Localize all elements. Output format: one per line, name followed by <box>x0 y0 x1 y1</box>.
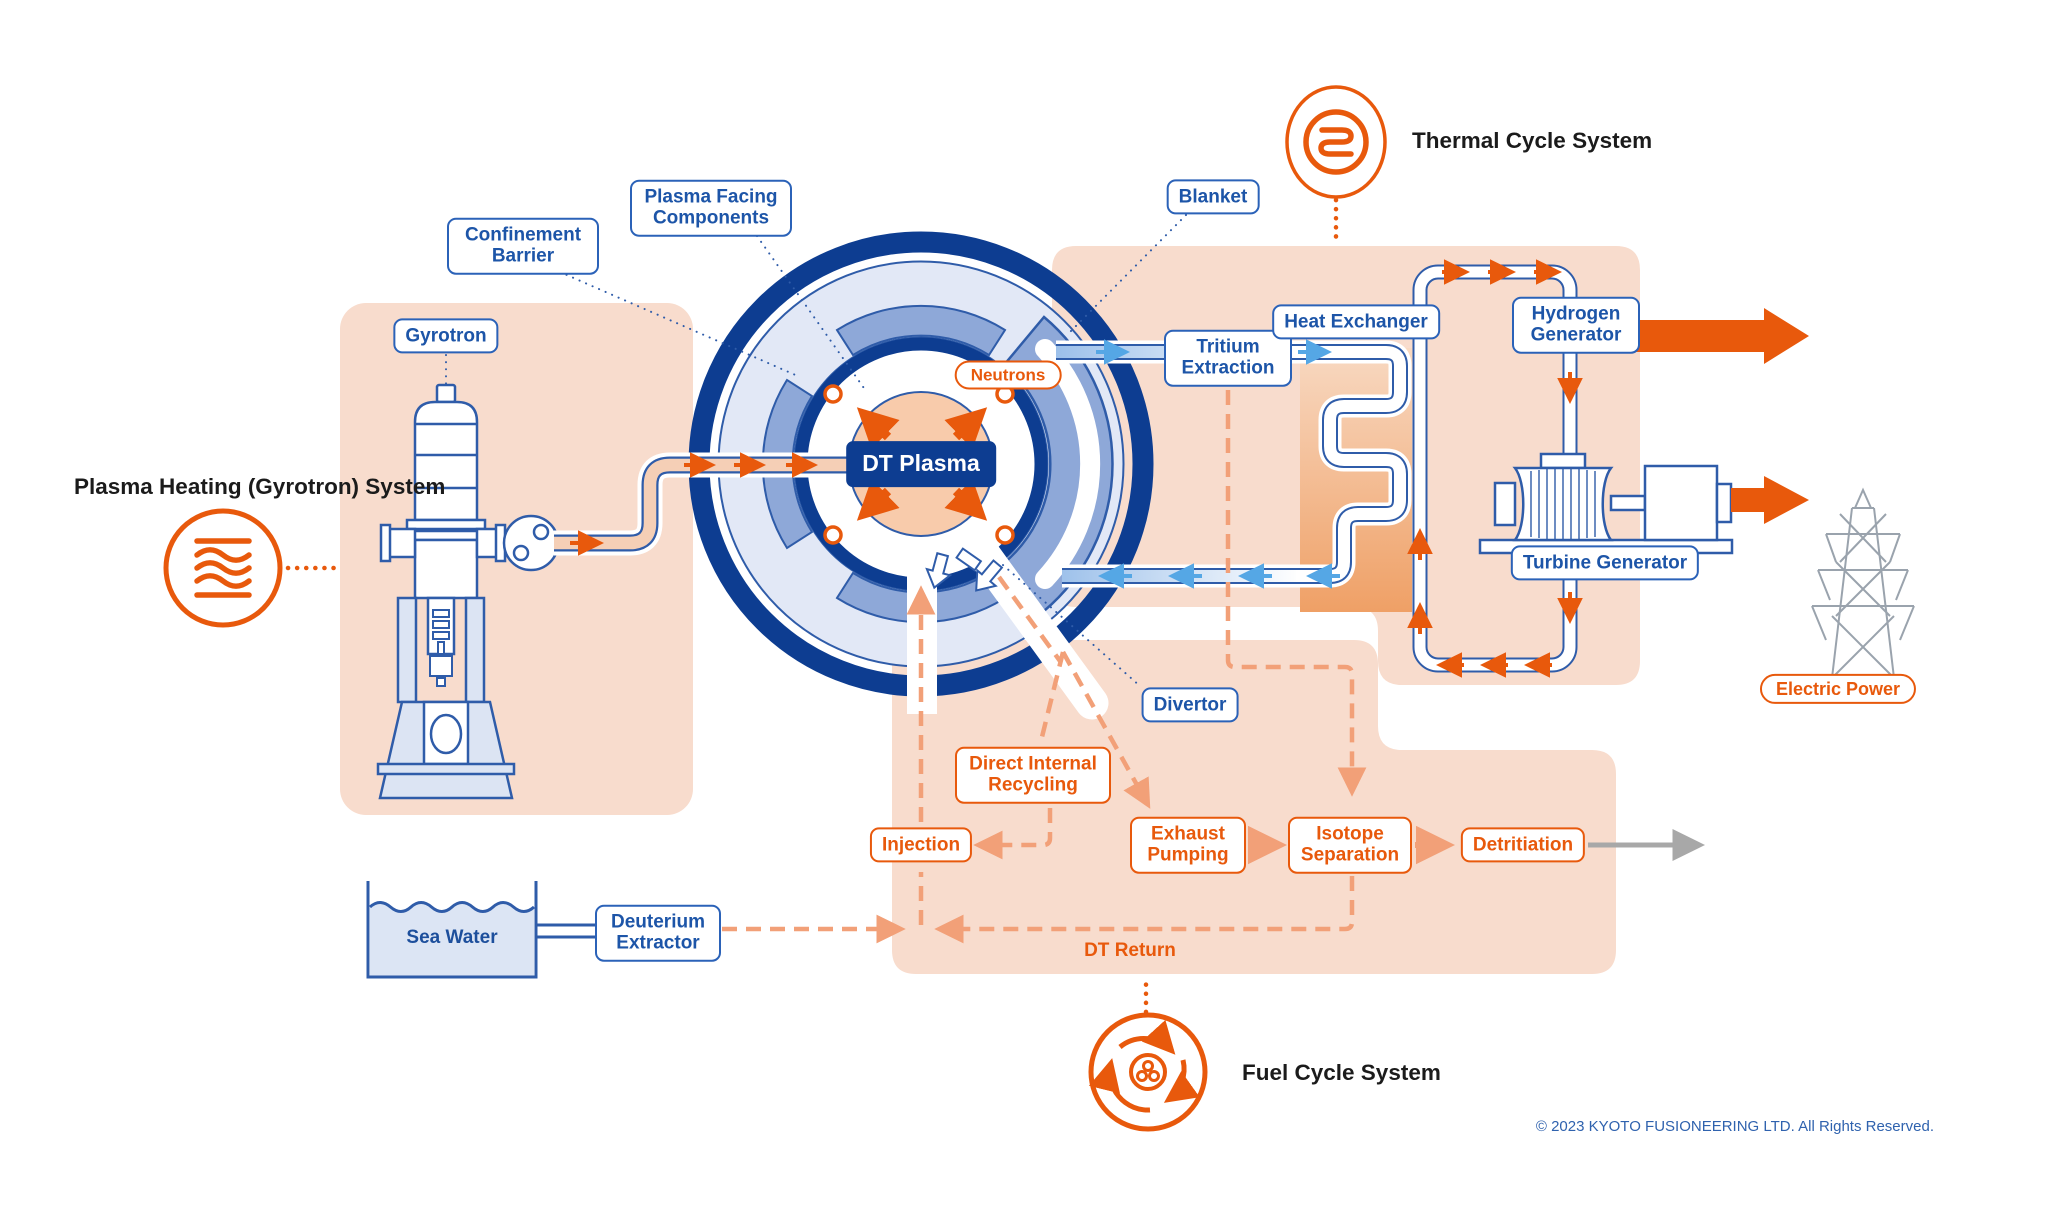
divertor-to-dir-line <box>1038 651 1066 742</box>
neutron-arrows <box>856 407 988 521</box>
divertor-label: Divertor <box>1141 687 1239 723</box>
label-connectors <box>445 214 1187 687</box>
primary-coolant-pipe <box>1056 339 1412 589</box>
divertor-icon <box>925 547 1004 592</box>
hydrogen-generator-label: Hydrogen Generator <box>1512 296 1640 354</box>
waveguide-pipe <box>554 452 850 556</box>
exhaust-pumping-label: Exhaust Pumping <box>1130 816 1246 874</box>
sea-water-label: Sea Water <box>406 927 498 948</box>
neutrons-label: Neutrons <box>954 360 1062 390</box>
divertor-exhaust-line <box>997 575 1062 663</box>
blanket-label: Blanket <box>1166 179 1260 215</box>
electric-tower-icon <box>1811 487 1915 679</box>
fuel-cycle-flows <box>722 390 1367 944</box>
fuel-cycle-panel <box>892 640 1616 974</box>
heat-exchanger-label: Heat Exchanger <box>1272 304 1440 340</box>
tank-to-extractor-pipe <box>536 923 602 939</box>
dt-return-line <box>934 876 1355 944</box>
gas-flow-arrows <box>1407 259 1583 678</box>
plasma-facing-components-label: Plasma Facing Components <box>630 179 792 237</box>
confinement-barrier-label: Confinement Barrier <box>447 217 599 275</box>
dir-to-injection-line <box>973 808 1053 860</box>
thermal-cycle-icon <box>1285 85 1387 199</box>
hydrogen-output-arrow <box>1635 308 1809 364</box>
thermal-cycle-title: Thermal Cycle System <box>1412 128 1653 153</box>
tritium-extraction-label: Tritium Extraction <box>1164 329 1292 387</box>
isotope-separation-label: Isotope Separation <box>1288 816 1412 874</box>
neutron-dots <box>823 384 1015 545</box>
plasma-heating-icon <box>163 508 283 628</box>
sea-water-tank <box>366 881 602 979</box>
fuel-cycle-title: Fuel Cycle System <box>1242 1060 1441 1085</box>
fuel-cycle-icon <box>1088 1012 1208 1132</box>
dt-return-label: DT Return <box>1084 940 1176 961</box>
gyrotron-label: Gyrotron <box>393 318 499 354</box>
detritiation-label: Detritiation <box>1460 827 1586 863</box>
system-icon-connectors <box>285 197 1339 1015</box>
tritium-to-isotope-line <box>1225 390 1367 797</box>
plasma-heating-title: Plasma Heating (Gyrotron) System <box>74 474 446 499</box>
divertor-to-pumping-line <box>1061 650 1151 809</box>
electric-power-label: Electric Power <box>1759 673 1917 705</box>
turbine-generator-label: Turbine Generator <box>1510 545 1700 581</box>
electricity-output-arrow <box>1731 476 1809 524</box>
deuterium-extractor-label: Deuterium Extractor <box>595 904 721 962</box>
blanket-segment <box>1002 315 1114 613</box>
dt-plasma-label: DT Plasma <box>846 441 996 487</box>
blanket-coolant-channel <box>1035 339 1101 589</box>
coolant-flow-arrows <box>1096 339 1340 589</box>
gyrotron-device <box>376 383 560 800</box>
direct-internal-recycling-label: Direct Internal Recycling <box>955 746 1111 804</box>
output-arrows <box>1635 308 1809 524</box>
injection-label: Injection <box>869 827 973 863</box>
copyright: © 2023 KYOTO FUSIONEERING LTD. All Right… <box>1535 1118 1934 1135</box>
